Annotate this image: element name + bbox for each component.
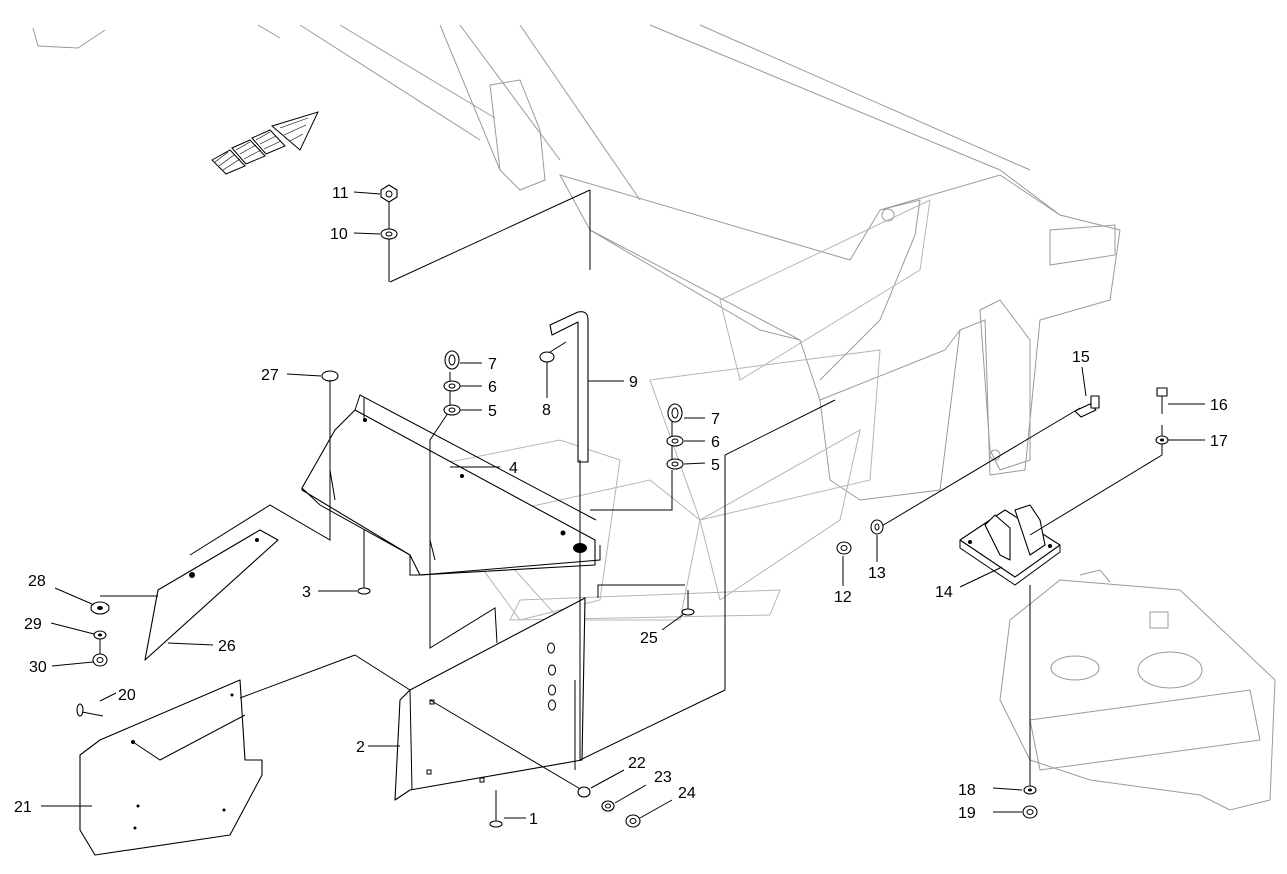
callout-20: 20	[118, 687, 136, 704]
bracket-part-26	[144, 529, 279, 661]
callout-23: 23	[654, 769, 672, 786]
washer-part-10	[380, 228, 398, 240]
bolt-part-1	[489, 798, 503, 828]
leader-lines	[41, 191, 1205, 819]
nut-part-19	[1022, 805, 1038, 819]
eye-bolt-part-7a	[444, 350, 460, 370]
callout-28: 28	[28, 573, 46, 590]
callout-26: 26	[218, 638, 236, 655]
callout-6-lower: 6	[711, 434, 720, 451]
machine-frame-ghost	[32, 24, 1276, 811]
callout-7-lower: 7	[711, 411, 720, 428]
callout-labels: 1 2 3 4 5 5 6 6 7 7 8 9 10 11 12 13 14 1…	[14, 185, 1228, 828]
callout-27: 27	[261, 367, 279, 384]
callout-12: 12	[834, 589, 852, 606]
callout-5-upper: 5	[488, 403, 497, 420]
callout-16: 16	[1210, 397, 1228, 414]
callout-18: 18	[958, 782, 976, 799]
callout-10: 10	[330, 226, 348, 243]
callout-21: 21	[14, 799, 32, 816]
callout-17: 17	[1210, 433, 1228, 450]
nut-part-24	[625, 814, 641, 828]
rear-panel-part-5	[579, 399, 836, 761]
callout-13: 13	[868, 565, 886, 582]
shield-part-4	[301, 394, 601, 576]
nut-part-11	[380, 184, 398, 203]
bolt-part-27	[321, 370, 339, 398]
bolt-part-3	[357, 560, 371, 595]
bolt-part-20	[76, 703, 104, 717]
callout-22: 22	[628, 755, 646, 772]
bolt-part-25	[681, 590, 695, 616]
callout-8: 8	[542, 402, 551, 419]
callout-19: 19	[958, 805, 976, 822]
callout-29: 29	[24, 616, 42, 633]
callout-25: 25	[640, 630, 658, 647]
washer-part-13	[870, 519, 884, 535]
callout-4: 4	[509, 460, 518, 477]
callout-14: 14	[935, 584, 953, 601]
side-panel-part-2	[394, 597, 586, 801]
washer-part-6b	[666, 435, 684, 447]
callout-7-upper: 7	[488, 356, 497, 373]
callout-24: 24	[678, 785, 696, 802]
callout-15: 15	[1072, 349, 1090, 366]
callout-11: 11	[332, 185, 349, 202]
callout-2: 2	[356, 739, 365, 756]
callout-5-lower: 5	[711, 457, 720, 474]
watermark-shapes	[409, 199, 931, 621]
fasteners	[76, 184, 1169, 828]
nut-part-12	[836, 541, 852, 555]
upper-guard-plate	[389, 189, 591, 283]
nut-part-30	[92, 653, 108, 667]
callout-6-upper: 6	[488, 379, 497, 396]
callout-3: 3	[302, 584, 311, 601]
direction-arrow-icon	[211, 111, 319, 175]
washer-part-22	[577, 786, 591, 798]
connection-lines	[99, 202, 1163, 818]
bolt-part-16	[1156, 387, 1168, 414]
callout-1: 1	[529, 811, 538, 828]
washer-part-6a	[443, 380, 461, 392]
washer-part-5a	[443, 404, 461, 416]
callout-9: 9	[629, 374, 638, 391]
washer-part-5b	[666, 458, 684, 470]
washer-part-23	[601, 800, 615, 812]
cover-plate-part-21	[79, 679, 263, 856]
eye-bolt-part-7b	[667, 403, 683, 423]
pin-part-8	[539, 341, 567, 363]
bracket-part-14	[959, 504, 1061, 586]
bolt-part-15	[1074, 395, 1100, 418]
callout-30: 30	[29, 659, 47, 676]
